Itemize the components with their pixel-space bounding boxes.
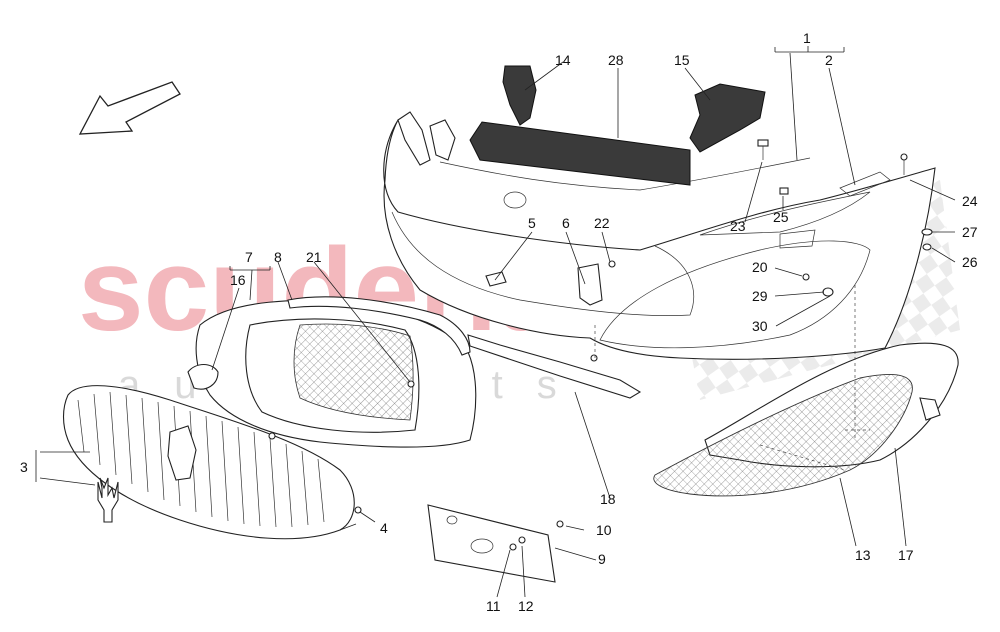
callout-26: 26 [962,254,978,270]
callout-24: 24 [962,193,978,209]
callout-4: 4 [380,520,388,536]
lower-reinforcement-rail-part [467,334,642,399]
callout-22: 22 [594,215,610,231]
air-duct-left-part [502,65,537,126]
callout-25: 25 [773,209,789,225]
air-duct-right-part [689,83,766,153]
callout-12: 12 [518,598,534,614]
front-bumper-part [383,111,936,360]
callout-16: 16 [230,272,246,288]
side-grille-assembly-part [653,342,959,497]
callout-2: 2 [825,52,833,68]
leader-lines [35,46,956,598]
direction-arrow-icon [78,81,181,135]
callout-6: 6 [562,215,570,231]
callout-3: 3 [20,459,28,475]
callout-labels: 1 2 3 4 5 6 7 8 9 10 11 12 13 14 15 16 1… [20,30,978,614]
callout-8: 8 [274,249,282,265]
upper-cross-member-part [469,121,691,186]
callout-14: 14 [555,52,571,68]
grille-frame-part [195,296,477,448]
fog-lamp-part [187,363,219,390]
callout-21: 21 [306,249,322,265]
callout-13: 13 [855,547,871,563]
callout-30: 30 [752,318,768,334]
callout-29: 29 [752,288,768,304]
callout-7: 7 [245,249,253,265]
callout-23: 23 [730,218,746,234]
callout-27: 27 [962,224,978,240]
callout-18: 18 [600,491,616,507]
callout-9: 9 [598,551,606,567]
callout-10: 10 [596,522,612,538]
callout-17: 17 [898,547,914,563]
bracket-6-part [577,263,603,306]
callout-15: 15 [674,52,690,68]
front-grille-part [62,385,355,540]
callout-11: 11 [486,598,501,614]
callout-20: 20 [752,259,768,275]
license-plate-holder-part [427,504,556,583]
trident-emblem-icon [97,477,119,523]
callout-28: 28 [608,52,624,68]
callout-1: 1 [803,30,811,46]
callout-5: 5 [528,215,536,231]
